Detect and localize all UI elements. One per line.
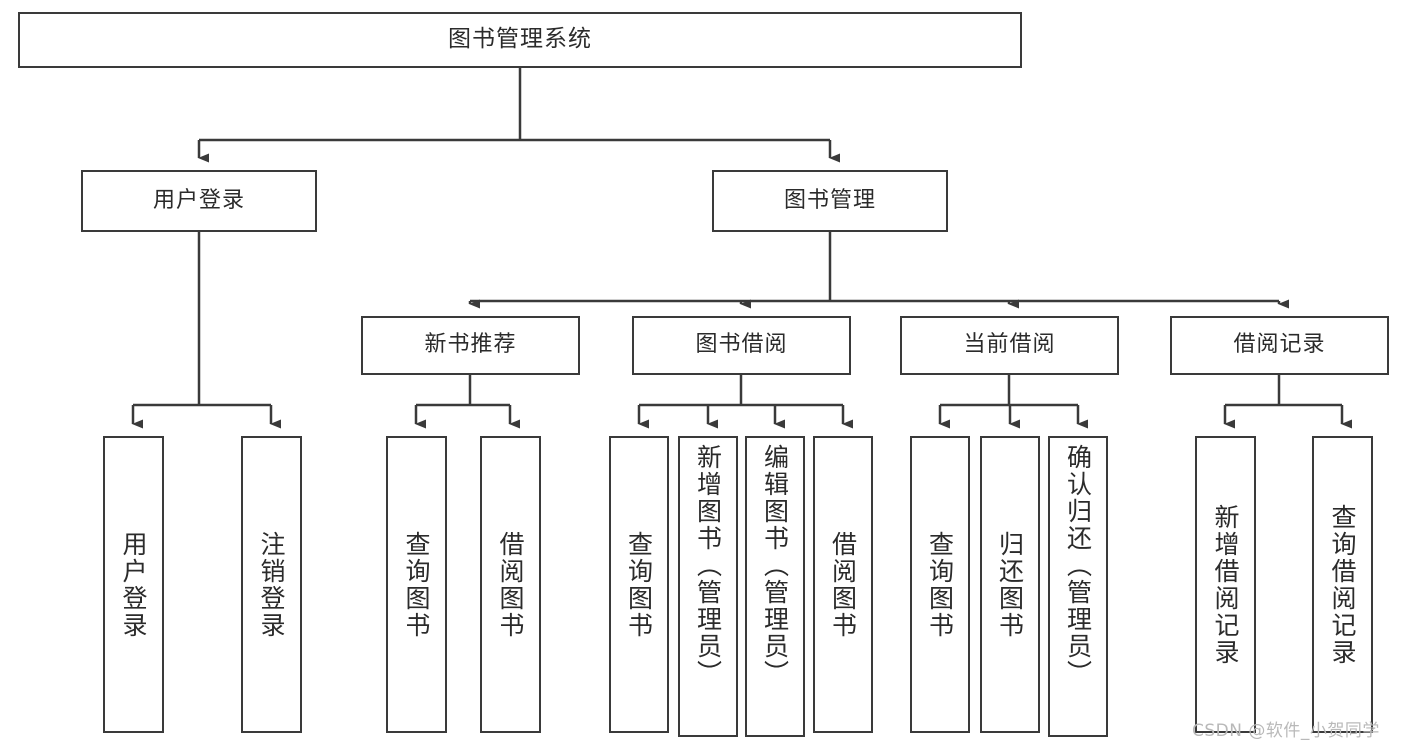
edges-records-to-leaves	[1223, 375, 1352, 429]
edges-userlogin-to-leaves	[131, 232, 281, 429]
leaf-user-login-label: 用户登录	[119, 530, 148, 639]
leaf-query-borrow-record[interactable]: 查询借阅记录	[1312, 436, 1373, 733]
leaf-add-book-admin[interactable]: 新增图书（管理员）	[678, 436, 738, 737]
edges-borrow-to-leaves	[637, 375, 853, 429]
leaf-query-books-borrow-label: 查询图书	[624, 530, 654, 639]
leaf-edit-book-admin-label: 编辑图书（管理员）	[760, 444, 790, 687]
node-current-borrow[interactable]: 当前借阅	[900, 316, 1119, 375]
leaf-return-book[interactable]: 归还图书	[980, 436, 1040, 733]
node-root-label: 图书管理系统	[448, 26, 592, 53]
edges-current-to-leaves	[938, 375, 1088, 429]
leaf-query-borrow-record-label: 查询借阅记录	[1328, 503, 1357, 666]
node-root[interactable]: 图书管理系统	[18, 12, 1022, 68]
node-user-login[interactable]: 用户登录	[81, 170, 317, 232]
leaf-query-books-borrow[interactable]: 查询图书	[609, 436, 669, 733]
leaf-add-borrow-record[interactable]: 新增借阅记录	[1195, 436, 1256, 733]
leaf-borrow-books-recommend-label: 借阅图书	[496, 530, 525, 639]
leaf-confirm-return-admin[interactable]: 确认归还（管理员）	[1048, 436, 1108, 737]
leaf-logout-label: 注销登录	[257, 530, 286, 639]
edges-root-to-level2	[197, 68, 840, 163]
node-new-book-recommend-label: 新书推荐	[424, 332, 517, 358]
leaf-query-books-recommend-label: 查询图书	[402, 530, 431, 639]
watermark: CSDN @软件_小贺同学	[1192, 721, 1380, 741]
node-book-management[interactable]: 图书管理	[712, 170, 948, 232]
leaf-confirm-return-admin-label: 确认归还（管理员）	[1063, 444, 1093, 687]
leaf-query-books-current[interactable]: 查询图书	[910, 436, 970, 733]
leaf-query-books-current-label: 查询图书	[925, 530, 955, 639]
node-user-login-label: 用户登录	[152, 187, 245, 213]
leaf-return-book-label: 归还图书	[995, 530, 1025, 639]
node-current-borrow-label: 当前借阅	[963, 332, 1056, 358]
leaf-query-books-recommend[interactable]: 查询图书	[386, 436, 447, 733]
leaf-borrow-book-label: 借阅图书	[828, 530, 858, 639]
node-borrow-records-label: 借阅记录	[1233, 332, 1326, 358]
leaf-borrow-books-recommend[interactable]: 借阅图书	[480, 436, 541, 733]
edges-level2-to-level3	[468, 232, 1289, 309]
leaf-logout[interactable]: 注销登录	[241, 436, 302, 733]
leaf-edit-book-admin[interactable]: 编辑图书（管理员）	[745, 436, 805, 737]
leaf-user-login[interactable]: 用户登录	[103, 436, 164, 733]
node-borrow-records[interactable]: 借阅记录	[1170, 316, 1389, 375]
edges-newbook-to-leaves	[414, 375, 520, 429]
leaf-borrow-book[interactable]: 借阅图书	[813, 436, 873, 733]
node-new-book-recommend[interactable]: 新书推荐	[361, 316, 580, 375]
node-book-borrow[interactable]: 图书借阅	[632, 316, 851, 375]
node-book-borrow-label: 图书借阅	[695, 332, 788, 358]
node-book-management-label: 图书管理	[783, 187, 876, 213]
leaf-add-borrow-record-label: 新增借阅记录	[1211, 503, 1240, 666]
leaf-add-book-admin-label: 新增图书（管理员）	[693, 444, 723, 687]
